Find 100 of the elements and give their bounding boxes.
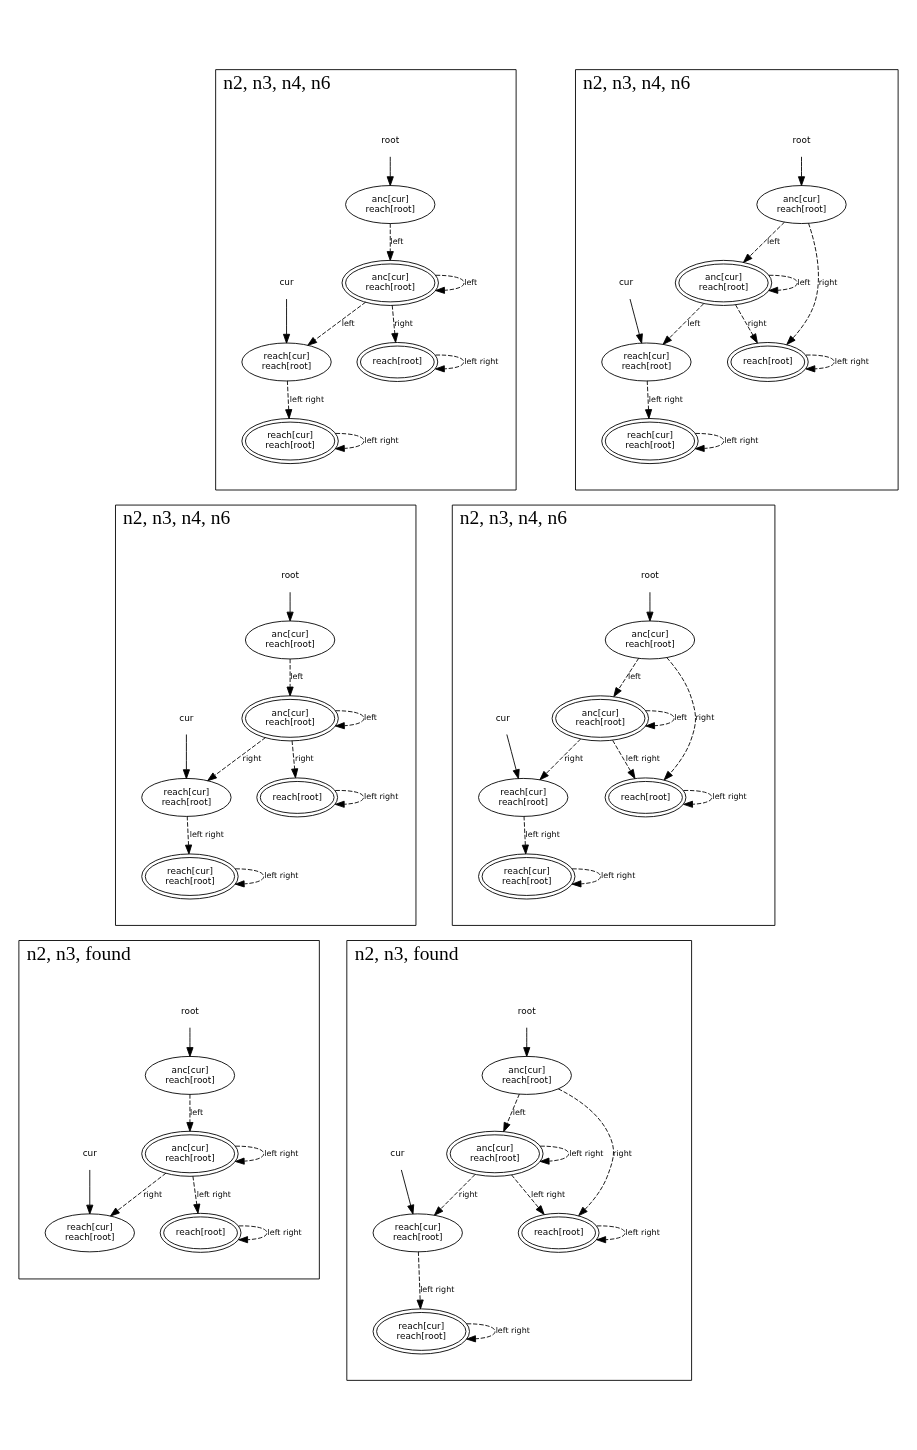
edge-label: right [242,754,262,764]
edge-label: left [797,277,811,287]
node-text: cur [618,277,634,288]
node-text: root [281,570,299,581]
arrow [646,591,654,622]
edge-label: right [613,1148,632,1158]
arrow [291,740,299,779]
arrow [307,301,367,346]
arrow [386,223,394,261]
node-ellipse: anc[cur] reach[root] [144,1055,236,1095]
node-ellipse: reach[root] [604,777,687,818]
arrow [234,868,265,888]
arrow [571,868,601,888]
edge-label: right [747,318,767,328]
arrow [386,156,394,187]
arrow [283,298,291,344]
edge-label: left [674,713,688,723]
arrow [805,354,835,373]
edge-label: left right [364,436,399,446]
edge-label: left right [289,395,325,405]
arrow [334,790,364,808]
edge-label: left [687,318,701,328]
arrow [182,734,190,780]
edge-label: right [394,318,413,328]
edge-label: left right [834,356,869,366]
arrow [185,815,193,855]
arrow [285,380,293,419]
edge-label: left right [569,1148,604,1158]
arrow [768,274,798,294]
arrow [433,1174,476,1216]
arrow [466,1323,496,1343]
edge-label: left [341,318,355,328]
arrow [435,274,465,294]
edge-label: right [294,754,314,764]
edge-label: right [564,754,584,764]
edge-label: left right [495,1326,530,1336]
edge-label: left right [525,830,560,840]
edge-label: right [458,1189,478,1199]
arrow [503,1093,520,1133]
edge-label: left right [625,1227,660,1237]
arrow [186,1027,194,1057]
edge-label: left right [601,871,636,881]
edge-label: left [512,1107,526,1117]
edge-label: left [767,236,781,246]
node-ellipse: anc[cur] reach[root] [345,185,436,224]
edge-label: left [627,672,641,682]
edge-label: left right [530,1189,566,1199]
arrow [523,1027,531,1057]
edge-label: left right [196,1189,231,1199]
arrow [238,1225,268,1244]
arrow [645,710,675,730]
arrow [539,1145,570,1165]
node-ellipse: anc[cur] reach[root] [481,1055,572,1095]
edge-label: left right [267,1227,302,1237]
node-text: cur [390,1148,405,1158]
arrow [416,1251,424,1310]
edge-label: left right [264,1148,299,1158]
arrow [207,737,266,782]
arrow [86,1169,94,1215]
arrow [391,304,399,343]
arrow [511,1174,545,1215]
arrow [743,221,786,263]
edge-label: left right [420,1285,455,1295]
arrow [786,222,819,345]
node-ellipse: reach[cur] reach[root] [478,778,569,817]
node-text: cur [82,1148,97,1158]
node-text: cur [179,712,194,723]
arrow [663,657,696,781]
arrow [335,433,365,452]
arrow [521,815,529,855]
edge-label: left right [264,871,299,881]
arrow [797,156,806,187]
arrow [335,710,365,730]
node-ellipse: reach[cur] reach[root] [44,1213,135,1253]
edge-label: left right [625,754,660,764]
arrow [694,433,725,452]
edge-label: left right [464,356,499,366]
arrow [539,738,581,781]
arrow [557,1088,614,1217]
node-ellipse: reach[cur] reach[root] [141,778,232,817]
node-text: root [792,134,811,145]
node-text: root [517,1005,536,1016]
arrow [186,1094,194,1132]
arrow [192,1175,201,1214]
arrow [286,591,294,622]
edge-label: left right [189,830,224,840]
arrow [629,298,643,344]
edge-label: left right [364,792,399,802]
edge-label: left right [712,792,747,802]
arrow [286,658,294,697]
node-text: root [641,570,659,581]
arrow [683,790,713,808]
node-ellipse: reach[cur] reach[root] [372,1213,463,1253]
node-text: cur [279,277,294,288]
edge-label: left [364,713,377,723]
arrow [234,1145,265,1165]
arrow [596,1225,626,1244]
edge-label: left [390,236,404,246]
arrow [645,380,653,419]
node-text: root [381,134,400,145]
